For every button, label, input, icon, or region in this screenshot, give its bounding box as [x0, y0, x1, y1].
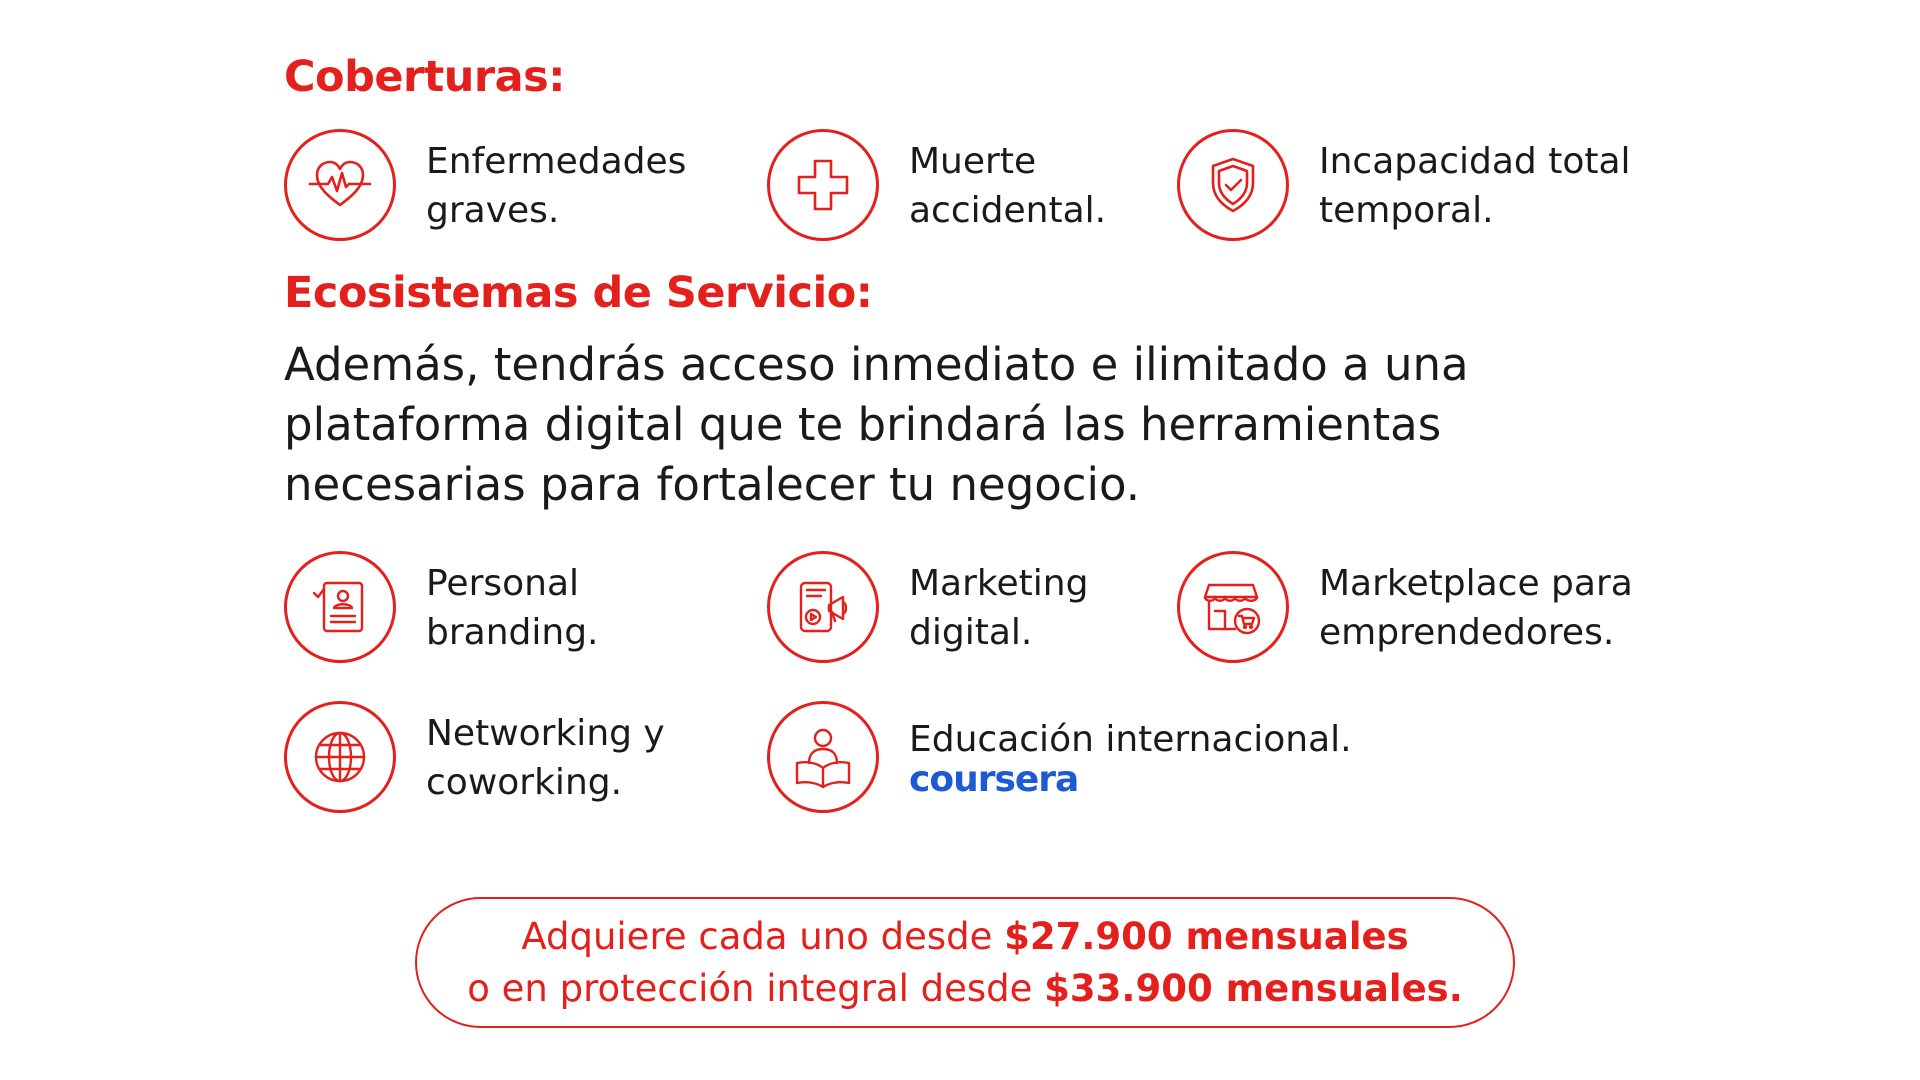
- price-individual: $27.900 mensuales: [1004, 914, 1409, 958]
- ecosystem-item-label: Educación internacional. coursera: [909, 719, 1352, 800]
- coverage-heading: Coberturas:: [284, 52, 565, 102]
- heart-pulse-icon: [284, 129, 396, 241]
- pricing-line-2: o en protección integral desde $33.900 m…: [467, 966, 1463, 1010]
- ecosystem-intro: Además, tendrás acceso inmediato e ilimi…: [284, 338, 1469, 511]
- globe-icon: [284, 701, 396, 813]
- coverage-item-label: Muerte accidental.: [909, 141, 1107, 231]
- pricing-box: Adquiere cada uno desde $27.900 mensuale…: [415, 897, 1515, 1028]
- ecosystem-item-label: Marketplace para emprendedores.: [1319, 563, 1633, 653]
- marketing-megaphone-icon: [767, 551, 879, 663]
- storefront-cart-icon: [1177, 551, 1289, 663]
- reader-book-icon: [767, 701, 879, 813]
- ecosystem-item-label: Networking y coworking.: [426, 713, 665, 803]
- medical-cross-icon: [767, 129, 879, 241]
- ecosystem-item-label: Marketing digital.: [909, 563, 1089, 653]
- coursera-logo: coursera: [909, 759, 1079, 800]
- ecosystem-heading: Ecosistemas de Servicio:: [284, 268, 873, 318]
- pricing-line-1: Adquiere cada uno desde $27.900 mensuale…: [521, 914, 1409, 958]
- coverage-item-label: Incapacidad total temporal.: [1319, 141, 1631, 231]
- personal-profile-icon: [284, 551, 396, 663]
- ecosystem-item-label: Personal branding.: [426, 563, 599, 653]
- shield-check-icon: [1177, 129, 1289, 241]
- price-integral: $33.900 mensuales.: [1044, 966, 1463, 1010]
- coverage-item-label: Enfermedades graves.: [426, 141, 687, 231]
